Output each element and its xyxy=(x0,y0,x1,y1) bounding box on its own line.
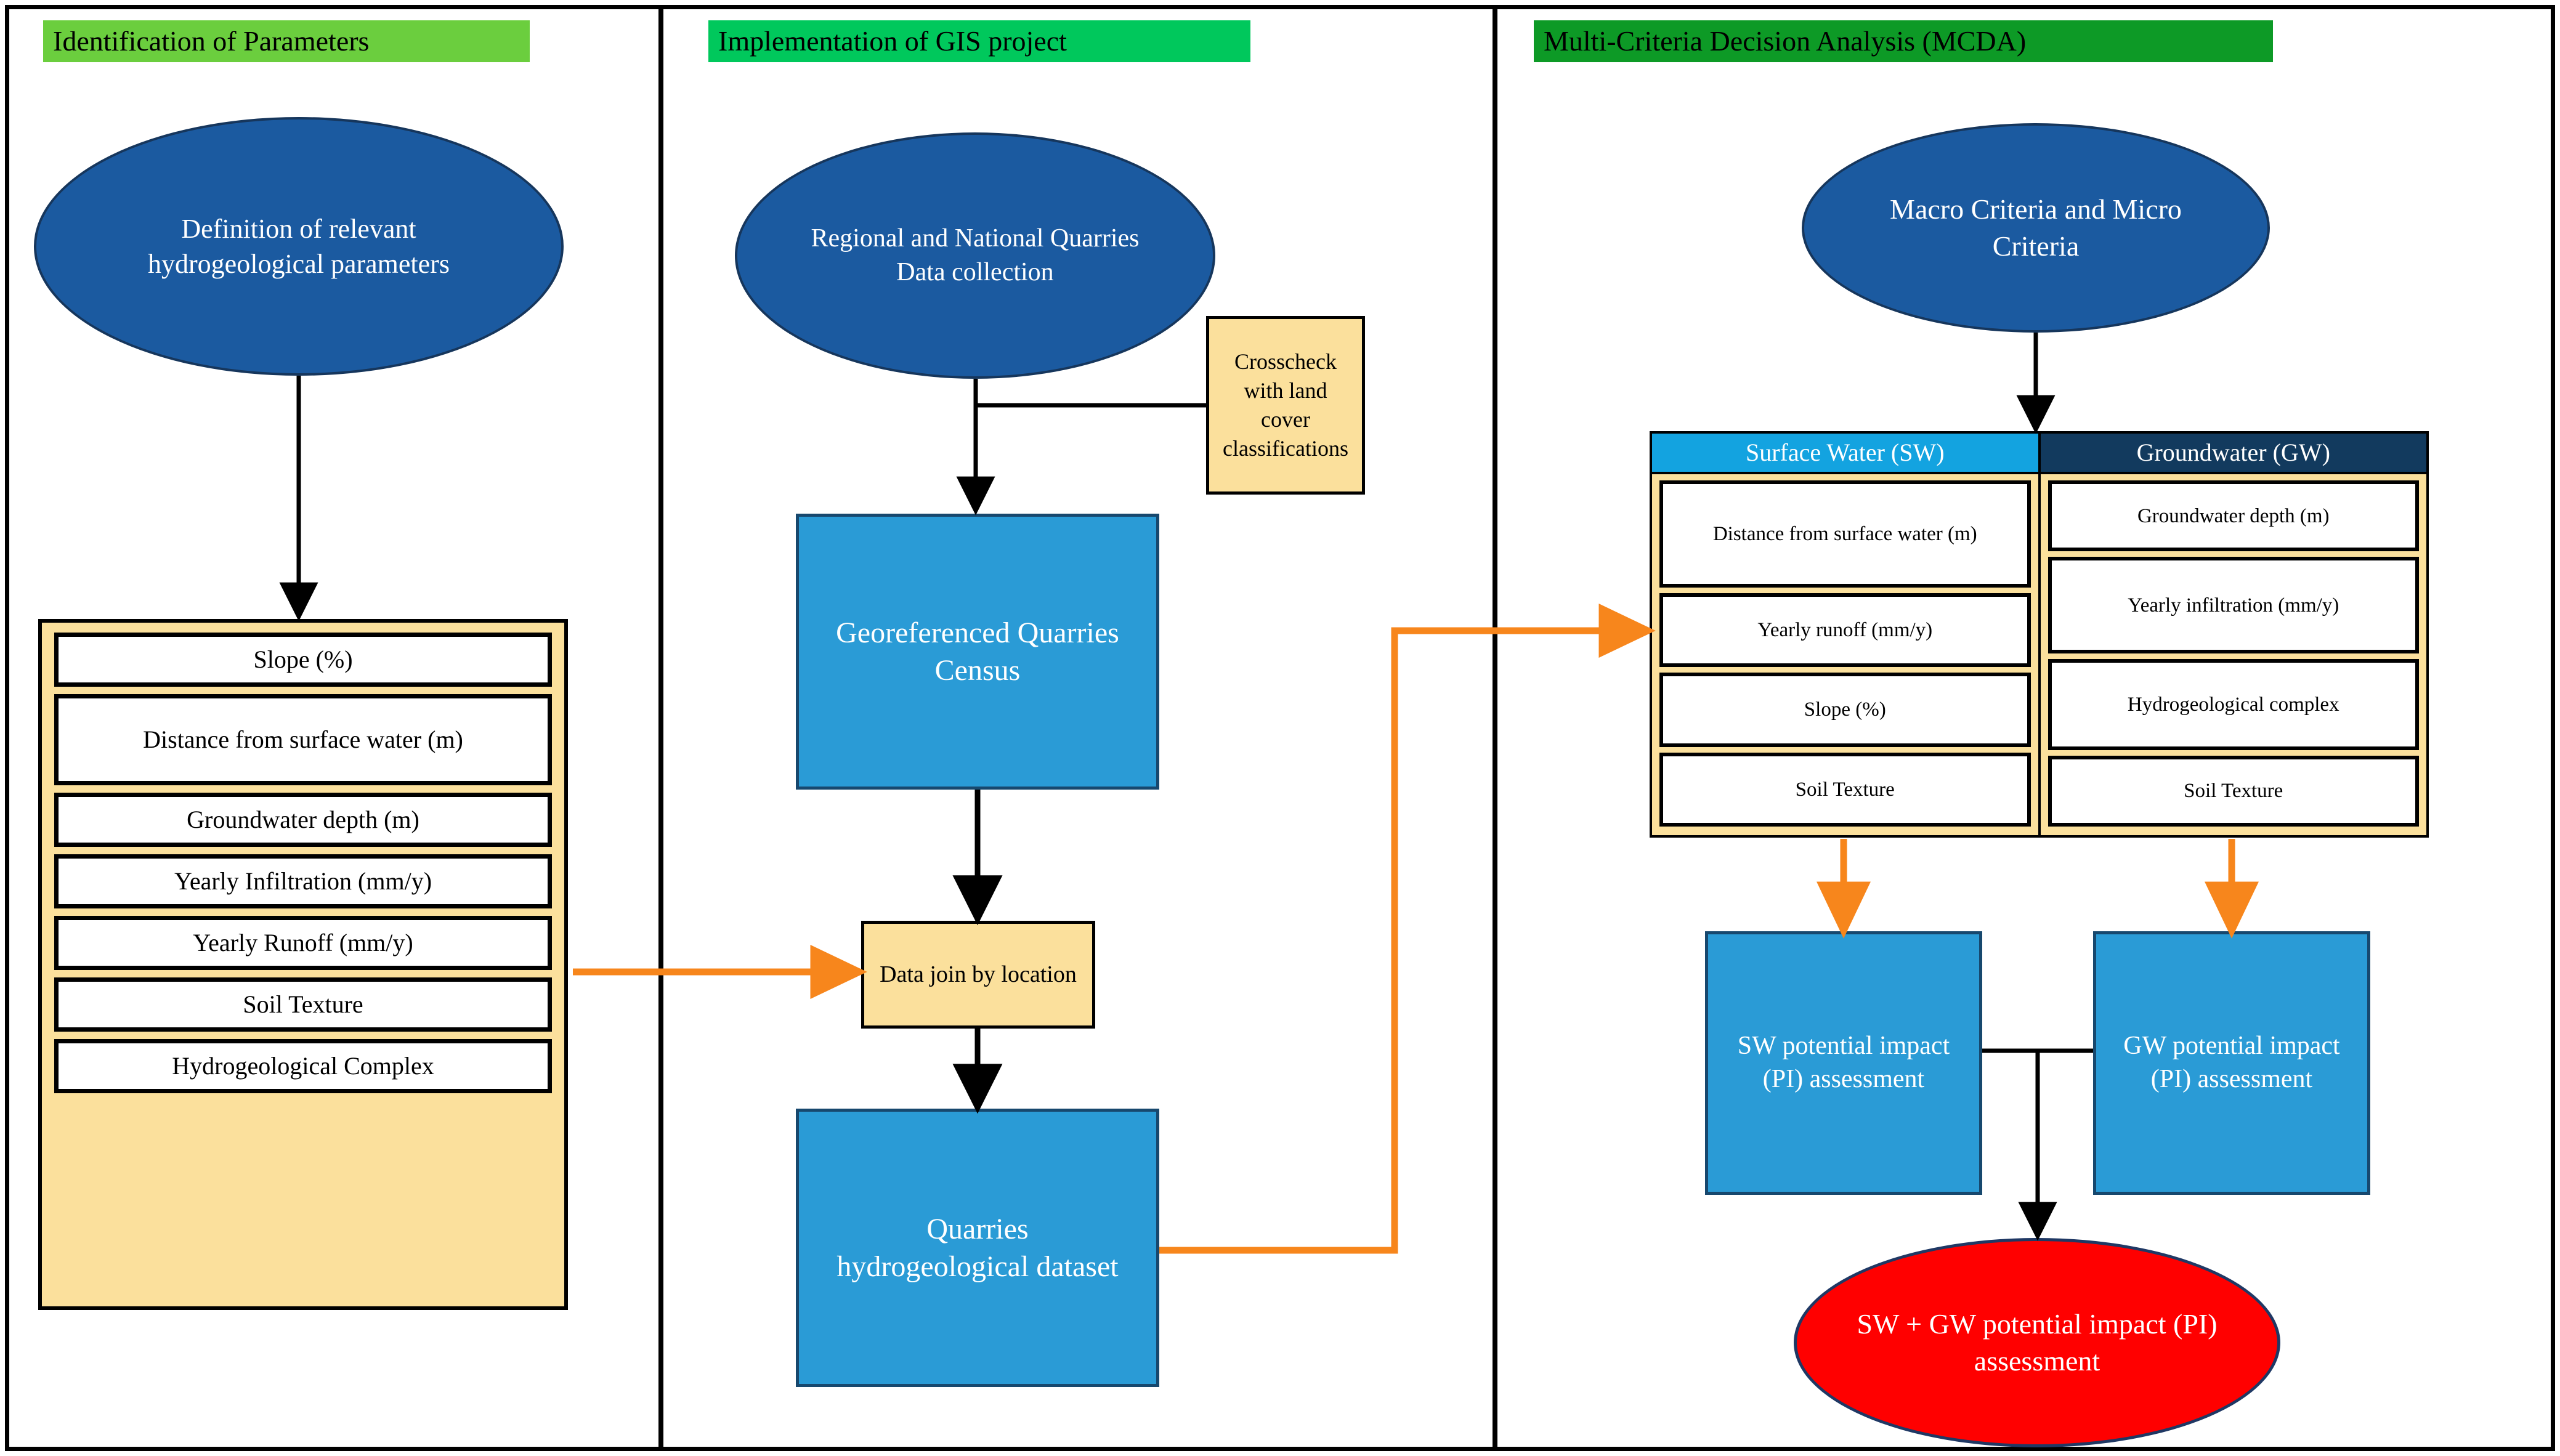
mcda-column-header-sw: Surface Water (SW) xyxy=(1652,434,2038,474)
box-gw-assessment-label: GW potential impact (PI) assessment xyxy=(2123,1032,2340,1093)
parameter-row-slope: Slope (%) xyxy=(54,633,552,687)
box-gw-potential-impact-assessment: GW potential impact (PI) assessment xyxy=(2093,931,2370,1195)
mcda-item-sw-yearly-runoff: Yearly runoff (mm/y) xyxy=(1659,593,2031,668)
mcda-item-label: Soil Texture xyxy=(2184,780,2283,803)
section-header-mcda-label: Multi-Criteria Decision Analysis (MCDA) xyxy=(1544,25,2027,57)
parameter-label: Groundwater depth (m) xyxy=(187,805,419,833)
ellipse-criteria-label: Macro Criteria and Micro Criteria xyxy=(1890,193,2182,262)
section-header-gis: Implementation of GIS project xyxy=(708,20,1250,62)
box-data-join-by-location: Data join by location xyxy=(861,921,1095,1029)
mcda-header-label: Surface Water (SW) xyxy=(1745,439,1945,466)
mcda-item-label: Slope (%) xyxy=(1804,698,1886,721)
parameter-row-groundwater-depth: Groundwater depth (m) xyxy=(54,793,552,847)
parameter-row-soil-texture: Soil Texture xyxy=(54,977,552,1032)
mcda-item-gw-groundwater-depth: Groundwater depth (m) xyxy=(2048,480,2419,552)
parameter-row-yearly-infiltration: Yearly Infiltration (mm/y) xyxy=(54,854,552,908)
mcda-item-sw-slope: Slope (%) xyxy=(1659,673,2031,747)
mcda-item-label: Hydrogeological complex xyxy=(2127,693,2339,716)
ellipse-sw-gw-final-assessment: SW + GW potential impact (PI) assessment xyxy=(1794,1238,2280,1447)
mcda-column-surface-water: Surface Water (SW) Distance from surface… xyxy=(1652,434,2038,835)
mcda-item-label: Soil Texture xyxy=(1795,778,1895,801)
parameter-label: Slope (%) xyxy=(253,645,353,673)
mcda-column-groundwater: Groundwater (GW) Groundwater depth (m) Y… xyxy=(2038,434,2426,835)
ellipse-definition-of-parameters: Definition of relevant hydrogeological p… xyxy=(34,117,564,376)
ellipse-definition-label: Definition of relevant hydrogeological p… xyxy=(148,213,450,279)
section-header-mcda: Multi-Criteria Decision Analysis (MCDA) xyxy=(1534,20,2273,62)
box-dataset-label: Quarries hydrogeological dataset xyxy=(836,1212,1119,1283)
ellipse-data-collection-label: Regional and National Quarries Data coll… xyxy=(811,224,1140,286)
parameter-row-yearly-runoff: Yearly Runoff (mm/y) xyxy=(54,916,552,970)
mcda-item-sw-distance-surface-water: Distance from surface water (m) xyxy=(1659,480,2031,588)
mcda-column-body-gw: Groundwater depth (m) Yearly infiltratio… xyxy=(2040,474,2426,835)
ellipse-final-result-label: SW + GW potential impact (PI) assessment xyxy=(1857,1308,2218,1377)
box-sw-potential-impact-assessment: SW potential impact (PI) assessment xyxy=(1705,931,1982,1195)
mcda-item-sw-soil-texture: Soil Texture xyxy=(1659,752,2031,827)
mcda-column-body-sw: Distance from surface water (m) Yearly r… xyxy=(1652,474,2038,835)
section-header-identification-label: Identification of Parameters xyxy=(53,25,370,57)
mcda-item-label: Yearly runoff (mm/y) xyxy=(1757,618,1933,641)
parameter-list-container: Slope (%) Distance from surface water (m… xyxy=(38,619,568,1310)
note-crosscheck-label: Crosscheck with land cover classificatio… xyxy=(1223,349,1348,461)
box-data-join-label: Data join by location xyxy=(880,961,1077,987)
mcda-item-gw-hydrogeological-complex: Hydrogeological complex xyxy=(2048,659,2419,750)
box-sw-assessment-label: SW potential impact (PI) assessment xyxy=(1737,1032,1950,1093)
mcda-item-label: Distance from surface water (m) xyxy=(1712,522,1977,545)
box-census-label: Georeferenced Quarries Census xyxy=(836,616,1119,687)
parameter-label: Yearly Infiltration (mm/y) xyxy=(174,867,432,895)
parameter-label: Soil Texture xyxy=(243,990,363,1018)
parameter-label: Distance from surface water (m) xyxy=(143,725,463,753)
ellipse-macro-micro-criteria: Macro Criteria and Micro Criteria xyxy=(1802,123,2270,333)
mcda-item-gw-soil-texture: Soil Texture xyxy=(2048,755,2419,827)
parameter-label: Hydrogeological Complex xyxy=(172,1051,434,1080)
note-crosscheck-land-cover: Crosscheck with land cover classificatio… xyxy=(1206,316,1365,495)
mcda-criteria-table: Surface Water (SW) Distance from surface… xyxy=(1650,431,2429,838)
section-header-identification: Identification of Parameters xyxy=(43,20,530,62)
parameter-row-distance-surface-water: Distance from surface water (m) xyxy=(54,694,552,785)
mcda-column-header-gw: Groundwater (GW) xyxy=(2040,434,2426,474)
mcda-item-label: Yearly infiltration (mm/y) xyxy=(2128,594,2339,617)
parameter-label: Yearly Runoff (mm/y) xyxy=(193,928,413,957)
box-georeferenced-quarries-census: Georeferenced Quarries Census xyxy=(796,514,1159,790)
parameter-row-hydrogeological-complex: Hydrogeological Complex xyxy=(54,1039,552,1093)
ellipse-quarries-data-collection: Regional and National Quarries Data coll… xyxy=(735,132,1215,379)
mcda-item-gw-yearly-infiltration: Yearly infiltration (mm/y) xyxy=(2048,557,2419,654)
box-quarries-hydrogeological-dataset: Quarries hydrogeological dataset xyxy=(796,1109,1159,1387)
mcda-item-label: Groundwater depth (m) xyxy=(2137,504,2330,527)
section-header-gis-label: Implementation of GIS project xyxy=(718,25,1067,57)
mcda-header-label: Groundwater (GW) xyxy=(2136,439,2330,466)
